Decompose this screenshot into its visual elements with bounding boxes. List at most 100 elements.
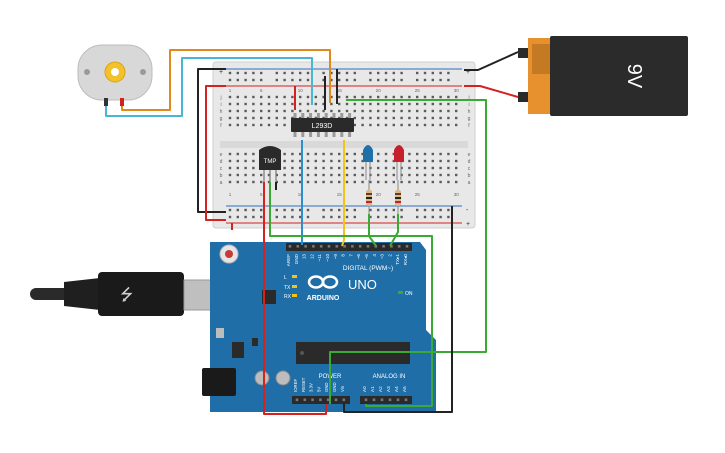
analog-pin-socket[interactable] [380, 398, 384, 402]
breadboard-rail-hole [353, 208, 356, 212]
digital-pin-socket[interactable] [390, 245, 393, 248]
breadboard-hole [236, 159, 239, 163]
breadboard-hole [283, 116, 286, 120]
breadboard-hole [384, 109, 388, 113]
wire-left-rail-positive [205, 85, 226, 221]
digital-pin-socket[interactable] [351, 245, 354, 248]
power-pin-label: RESET [301, 377, 306, 392]
breadboard-hole [431, 166, 434, 170]
digital-pin-socket[interactable] [304, 245, 307, 248]
chip-pin [340, 132, 344, 137]
breadboard-hole [455, 109, 458, 113]
analog-pin-socket[interactable] [404, 398, 408, 402]
breadboard-hole [252, 109, 255, 113]
analog-pin-socket[interactable] [364, 398, 368, 402]
digital-pin-socket[interactable] [327, 245, 331, 248]
breadboard-rail-hole [400, 215, 403, 219]
breadboard-rail-hole [392, 78, 395, 82]
digital-pin-socket[interactable] [366, 245, 370, 248]
power-pin-socket[interactable] [326, 398, 330, 402]
breadboard-hole [299, 180, 302, 184]
digital-pin-socket[interactable] [312, 245, 315, 248]
breadboard-hole [338, 109, 341, 113]
breadboard-rail-hole [291, 78, 294, 82]
power-pin-socket[interactable] [334, 398, 338, 402]
breadboard-hole [252, 166, 255, 170]
breadboard-rail-hole [306, 215, 310, 219]
power-pin-label: 5V [316, 387, 321, 392]
breadboard-hole [439, 95, 442, 99]
breadboard-hole [252, 95, 255, 99]
analog-pin-socket[interactable] [388, 398, 392, 402]
breadboard-hole [345, 180, 349, 184]
breadboard-hole [408, 95, 411, 99]
breadboard-rail-hole [416, 208, 419, 212]
breadboard-hole [244, 159, 247, 163]
breadboard-hole [236, 180, 239, 184]
breadboard-hole [439, 180, 442, 184]
breadboard-hole [384, 116, 388, 120]
breadboard-hole [455, 102, 458, 106]
breadboard-hole [236, 166, 239, 170]
breadboard-rail-hole [338, 208, 341, 212]
usb-cable: ⭍ [30, 272, 215, 316]
l293d-chip: L293D [291, 113, 354, 137]
breadboard-hole [236, 116, 239, 120]
breadboard-hole [353, 152, 356, 156]
analog-pin-socket[interactable] [396, 398, 400, 402]
breadboard-hole [299, 166, 302, 170]
wire-battery-negative [464, 51, 519, 71]
breadboard-hole [416, 102, 419, 106]
breadboard-hole [353, 173, 356, 177]
breadboard-column-number: 15 [337, 192, 343, 197]
power-pin-socket[interactable] [342, 398, 346, 402]
breadboard-hole [244, 95, 247, 99]
breadboard-rail-hole [252, 78, 255, 82]
digital-pin-socket[interactable] [343, 245, 346, 248]
breadboard-hole [314, 159, 317, 163]
breadboard-hole [244, 109, 247, 113]
breadboard-hole [423, 152, 427, 156]
chip-pin [332, 113, 336, 118]
rail-plus-sign-top-right: + [466, 69, 470, 76]
digital-pin-socket[interactable] [358, 245, 362, 248]
power-pin-socket[interactable] [295, 398, 299, 402]
breadboard-rail-hole [330, 215, 333, 219]
arduino-board [210, 242, 436, 412]
breadboard-hole [330, 95, 333, 99]
power-pin-socket[interactable] [303, 398, 307, 402]
breadboard-hole [228, 95, 232, 99]
breadboard-column-number: 10 [298, 192, 304, 197]
digital-pin-label: 8 [341, 254, 346, 257]
breadboard-hole [423, 166, 427, 170]
power-pin-socket[interactable] [319, 398, 322, 402]
digital-pin-socket[interactable] [319, 245, 323, 248]
breadboard-hole [291, 109, 294, 113]
analog-pin-socket[interactable] [372, 398, 376, 402]
breadboard-hole [275, 173, 278, 177]
reset-button-cap[interactable] [225, 250, 233, 258]
digital-pin-label: AREF [286, 254, 291, 266]
breadboard-hole [228, 116, 232, 120]
breadboard-hole [314, 109, 317, 113]
digital-pin-socket[interactable] [397, 245, 401, 248]
breadboard-hole [384, 166, 388, 170]
breadboard-rail-hole [299, 71, 302, 75]
digital-pin-socket[interactable] [382, 245, 385, 248]
breadboard-row-letter: j [467, 95, 469, 101]
digital-pin-socket[interactable] [405, 245, 409, 248]
digital-pin-socket[interactable] [296, 245, 300, 248]
power-pin-socket[interactable] [311, 398, 314, 402]
breadboard-rail-hole [244, 208, 247, 212]
breadboard-hole [306, 180, 310, 184]
digital-pin-socket[interactable] [288, 245, 292, 248]
digital-pin-socket[interactable] [335, 245, 339, 248]
breadboard-hole [275, 109, 278, 113]
breadboard-row-letter: c [220, 166, 223, 172]
breadboard-row-letter: e [220, 152, 223, 158]
breadboard-hole [228, 166, 232, 170]
breadboard-hole [291, 173, 294, 177]
breadboard-rail-hole [439, 215, 442, 219]
digital-pin-socket[interactable] [374, 245, 378, 248]
